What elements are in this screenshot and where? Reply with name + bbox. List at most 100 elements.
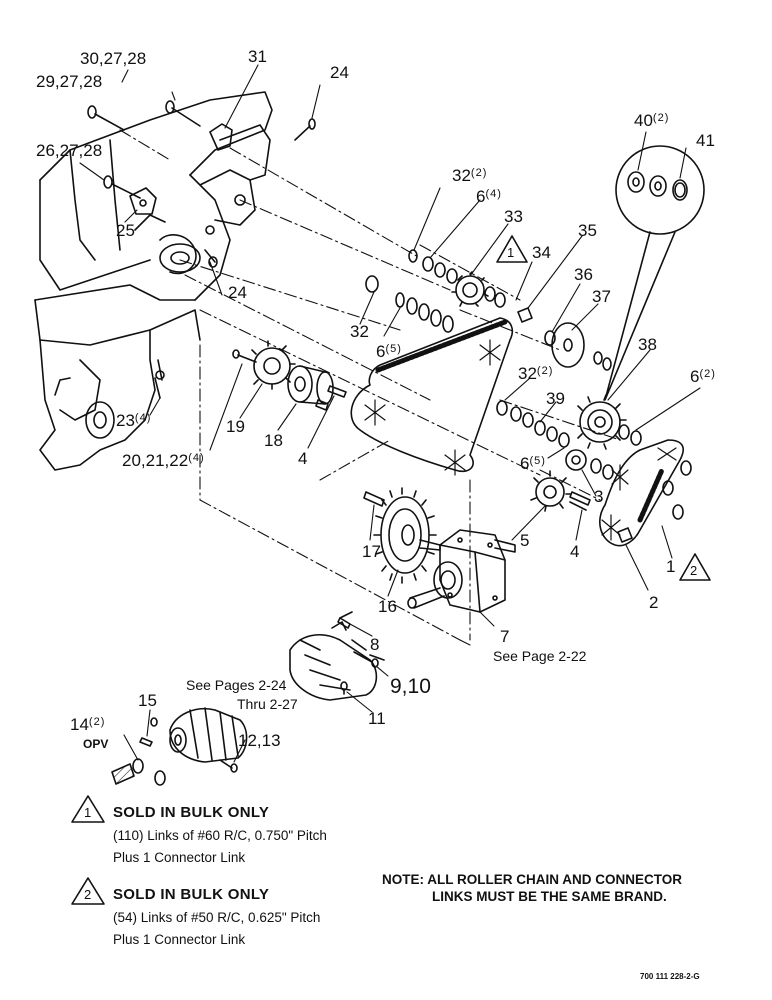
callout-31: 31 [248,47,267,66]
fitting-11 [340,681,348,695]
callout-15: 15 [138,691,157,710]
sprocket-small-6 [565,449,614,480]
shield-yoke [289,611,385,701]
callout-11: 11 [368,709,386,728]
connector-35 [517,307,533,323]
bolt-29 [87,105,125,131]
brand-note-line1: NOTE: ALL ROLLER CHAIN AND CONNECTOR [382,872,682,887]
callout-18: 18 [264,431,283,450]
callout-36: 36 [574,265,593,284]
bulk-note-1: SOLD IN BULK ONLY (110) Links of #60 R/C… [113,804,327,865]
callout-40: 40(2) [634,111,670,130]
thru-2-27: Thru 2-27 [237,696,298,712]
callout-41: 41 [696,131,715,150]
callout-9-10: 9,10 [390,675,431,698]
coupler-lower [150,707,248,773]
see-page-2-22: See Page 2-22 [493,648,587,664]
callout-34: 34 [532,243,551,262]
callout-24-lower: 24 [228,283,247,302]
callout-29-27-28: 29,27,28 [36,72,103,91]
bulk-note-1-title: SOLD IN BULK ONLY [113,804,270,821]
triangle-2-numeral-legend: 2 [84,887,92,902]
chain-60-loop [350,317,514,476]
callout-35: 35 [578,221,597,240]
callout-20-21-22: 20,21,22(4) [122,451,205,470]
callout-6-lower: 6(5) [520,454,546,473]
washer-stack-middle [365,275,454,333]
callout-32-middle: 32 [350,322,369,341]
sprocket-5 [530,470,572,512]
key-4 [327,385,347,398]
shaft-end [111,763,135,785]
callout-14-opv: OPV [83,737,109,751]
callout-8: 8 [370,635,380,654]
callout-4-left: 4 [298,449,308,468]
callout-26-27-28: 26,27,28 [36,141,103,160]
callout-2: 2 [649,593,659,612]
leader-lines [79,64,701,763]
bulk-note-2-line1: (54) Links of #50 R/C, 0.625" Pitch [113,910,321,925]
callout-32-upper: 32(2) [452,166,488,185]
callout-3: 3 [594,487,604,506]
gearbox-7 [407,529,516,613]
callout-16: 16 [378,597,397,616]
callout-14: 14(2) [70,715,106,734]
pin-8 [337,617,351,629]
callout-32-lower: 32(2) [518,364,554,383]
callout-33: 33 [504,207,523,226]
pin-15 [139,737,153,747]
triangle-1-numeral-chain: 1 [507,245,515,260]
key-17 [363,491,385,507]
callout-4-right: 4 [570,542,580,561]
brand-note-line2: LINKS MUST BE THE SAME BRAND. [432,889,667,904]
callout-37: 37 [592,287,611,306]
bulk-note-2-line2: Plus 1 Connector Link [113,932,246,947]
callout-25: 25 [116,221,135,240]
see-pages-2-24: See Pages 2-24 [186,677,287,693]
bolt-26 [103,175,141,199]
callout-30-27-28: 30,27,28 [80,49,147,68]
bolt-9 [353,651,379,668]
triangle-1-numeral-legend: 1 [84,805,92,820]
callout-7: 7 [500,627,510,646]
callout-17: 17 [362,542,381,561]
washers-14 [132,758,166,786]
bulk-note-2: SOLD IN BULK ONLY (54) Links of #50 R/C,… [113,886,320,947]
idler-37 [544,322,612,371]
bulk-note-2-title: SOLD IN BULK ONLY [113,886,270,903]
chain-50-loop [599,439,684,547]
callout-6-middle: 6(5) [376,342,402,361]
sprocket-19 [232,340,296,390]
callout-24-top: 24 [330,63,349,82]
bracket-25 [129,187,157,215]
hub-18 [287,365,334,411]
triangle-2-numeral-chain: 2 [690,563,698,578]
bolt-24-top [294,118,316,141]
right-washers [662,460,692,520]
callout-12-13: 12,13 [238,731,281,750]
triangle-legend-2 [71,877,105,905]
bracket-31 [209,123,233,151]
frame-housing [34,91,273,471]
callout-38: 38 [638,335,657,354]
triangle-note-2-on-chain [679,553,711,581]
callout-6-right: 6(2) [690,367,716,386]
alignment-lines [119,129,621,646]
callout-19: 19 [226,417,245,436]
triangle-legend-1 [71,795,105,823]
callout-6-upper: 6(4) [476,187,502,206]
sprocket-38 [577,394,627,450]
key-3-4 [569,491,591,511]
callout-1: 1 [666,557,676,576]
callout-5: 5 [520,531,530,550]
pin-24-lower [204,249,218,268]
sprocket-16 [373,487,441,584]
detail-circle [604,145,705,401]
triangle-note-1-on-chain [496,235,528,263]
washer-stack-upper [408,249,506,308]
bulk-note-1-line2: Plus 1 Connector Link [113,850,246,865]
figure-number: 700 111 228-2-G [640,972,700,981]
callout-39: 39 [546,389,565,408]
